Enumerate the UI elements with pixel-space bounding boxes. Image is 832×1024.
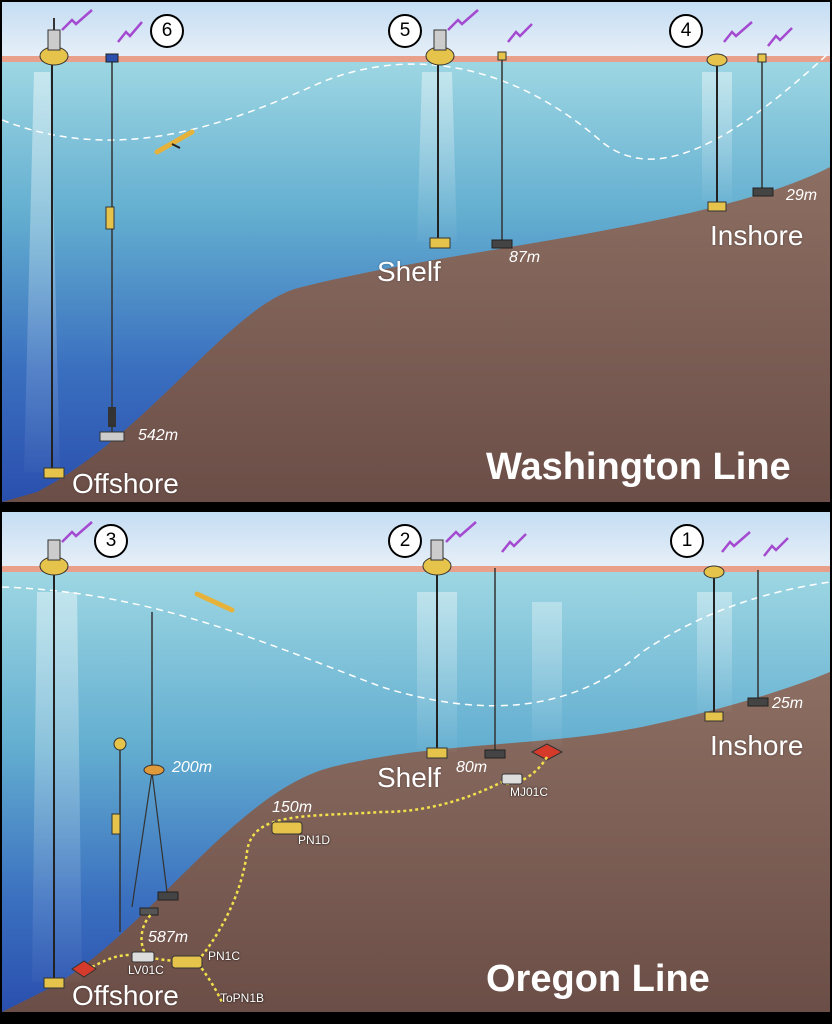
node-label-pn1c: PN1C	[208, 950, 240, 962]
depth-label-87m: 87m	[509, 250, 540, 266]
depth-label-80m: 80m	[456, 760, 487, 776]
site-number-6: 6	[150, 14, 184, 48]
node-label-mj01c: MJ01C	[510, 786, 548, 798]
region-shelf: Shelf	[377, 258, 441, 286]
depth-label-587m: 587m	[148, 930, 188, 946]
site-number-4: 4	[669, 14, 703, 48]
surface-buoy-4	[702, 54, 732, 211]
oregon-line-panel: 3 2 1 200m 587m 80m 25m 150m PN1D MJ01C …	[2, 512, 830, 1012]
depth-label-150m: 150m	[272, 800, 312, 816]
node-pn1c	[172, 956, 202, 968]
depth-label-200m: 200m	[172, 760, 212, 776]
region-inshore: Inshore	[710, 732, 803, 760]
region-inshore: Inshore	[710, 222, 803, 250]
sea-surface	[2, 56, 830, 62]
depth-label-542m: 542m	[138, 428, 178, 444]
node-label-lv01c: LV01C	[128, 964, 164, 976]
line-title-oregon: Oregon Line	[486, 960, 710, 998]
site-number-5: 5	[388, 14, 422, 48]
node-label-pn1d: PN1D	[298, 834, 330, 846]
site-number-1: 1	[670, 524, 704, 558]
region-offshore: Offshore	[72, 982, 179, 1010]
region-offshore: Offshore	[72, 470, 179, 498]
node-label-to-pn1b: ToPN1B	[220, 992, 264, 1004]
depth-label-25m: 25m	[772, 696, 803, 712]
node-lv01c	[132, 952, 154, 962]
washington-line-diagram	[2, 2, 830, 502]
bottom-node-2	[532, 602, 562, 760]
washington-line-panel: 6 5 4 542m 87m 29m Offshore Shelf Inshor…	[2, 2, 830, 502]
node-mj01c	[502, 774, 522, 784]
site-number-2: 2	[388, 524, 422, 558]
surface-buoy-3	[32, 540, 82, 988]
depth-label-29m: 29m	[786, 188, 817, 204]
line-title-washington: Washington Line	[486, 448, 791, 486]
region-shelf: Shelf	[377, 764, 441, 792]
site-number-3: 3	[94, 524, 128, 558]
